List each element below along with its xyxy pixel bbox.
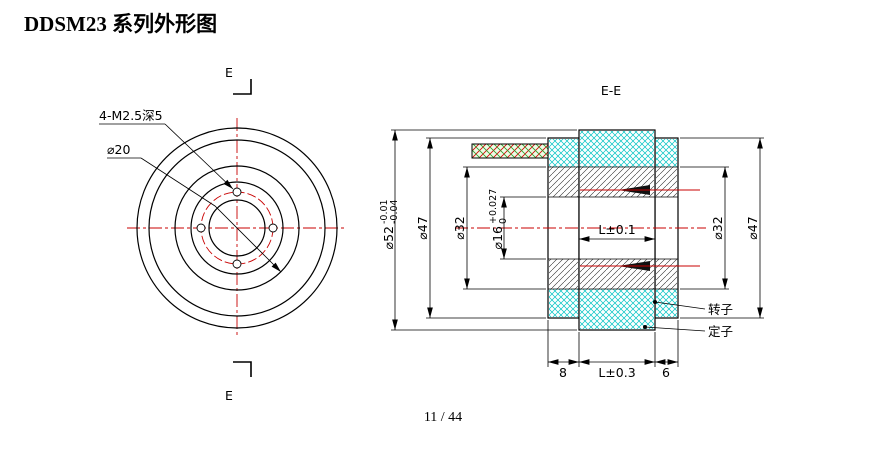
section-letter-top: E (225, 65, 233, 80)
section-view-title: E-E (601, 83, 621, 98)
dia52-tol-lower: -0.04 (389, 199, 400, 224)
body-length-text: L±0.3 (598, 365, 635, 380)
dim-dia32-right: ⌀32 (710, 216, 725, 239)
stator-leader-dot (643, 325, 647, 329)
left-flange-width-text: 8 (559, 365, 567, 380)
front-view: 4-M2.5深5 ⌀20 E E (99, 65, 347, 403)
thread-note-text: 4-M2.5深5 (99, 108, 163, 123)
section-letter-bottom: E (225, 388, 233, 403)
thread-callout: 4-M2.5深5 (99, 108, 234, 190)
rotor-leader-dot (653, 300, 657, 304)
circle-d32 (174, 165, 300, 291)
stator-label: 定子 (708, 324, 733, 339)
dia16-tol-lower: 0 (498, 218, 509, 224)
dia52-tol-upper: -0.01 (379, 199, 390, 224)
mounting-holes (196, 187, 278, 269)
dim-dia32-left: ⌀32 (452, 216, 467, 239)
stator-hatch (549, 131, 677, 329)
dim-dia47-right: ⌀47 (745, 216, 760, 239)
dia47-right-text: ⌀47 (745, 216, 760, 239)
section-view: E-E (379, 83, 764, 380)
inner-length-text: L±0.1 (598, 222, 635, 237)
dia47-left-text: ⌀47 (415, 216, 430, 239)
rotor-callout: 转子 (653, 300, 733, 317)
dia52-text: ⌀52 (381, 226, 396, 249)
bore-circle (208, 199, 266, 257)
dia16-tol-upper: +0.027 (488, 189, 499, 224)
section-marker-bottom: E (225, 361, 252, 403)
internal-edges (548, 166, 678, 290)
right-flange-width-text: 6 (662, 365, 670, 380)
outer-circle-d52 (136, 127, 338, 329)
bolt-circle-leader (140, 157, 282, 273)
dimension-lines (392, 130, 763, 365)
extension-lines (391, 129, 764, 367)
dia32-left-text: ⌀32 (452, 216, 467, 239)
bolt-circle-dia-text: ⌀20 (107, 142, 130, 157)
dim-dia16: ⌀16 +0.027 0 (488, 189, 509, 250)
magnet-lines (580, 189, 700, 267)
dim-dia52: ⌀52 -0.01 -0.04 (379, 199, 400, 249)
section-marker-top: E (225, 65, 252, 95)
dia32-right-text: ⌀32 (710, 216, 725, 239)
rotor-label: 转子 (708, 302, 733, 317)
bolt-circle-callout: ⌀20 (107, 142, 141, 159)
page-number: 11 / 44 (424, 410, 462, 425)
page-title: DDSM23 系列外形图 (24, 12, 217, 36)
stator-callout: 定子 (643, 324, 733, 339)
dim-dia47-left: ⌀47 (415, 216, 430, 239)
circle-d47 (148, 139, 326, 317)
motor-cable (471, 143, 549, 159)
dia16-text: ⌀16 (490, 226, 505, 249)
motor-body (547, 129, 700, 331)
circle-step (190, 181, 284, 275)
